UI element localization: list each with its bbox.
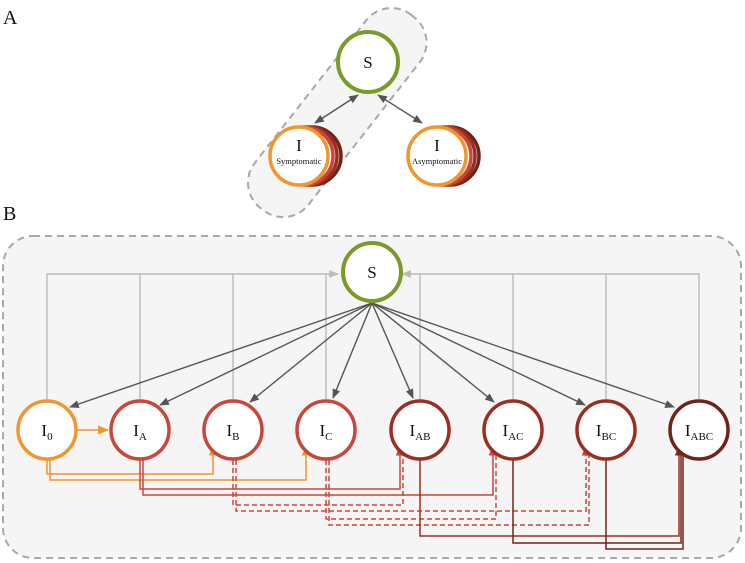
- i-node-0-main: I: [41, 421, 47, 440]
- panel-a-asymptomatic-node: I Asymptomatic: [406, 125, 481, 187]
- svg-text:I0: I0: [41, 421, 53, 443]
- i-node-ac: IAC: [482, 399, 544, 461]
- i-node-c-main: I: [319, 421, 325, 440]
- i-node-0: I0: [16, 399, 78, 461]
- i-node-a-sub: A: [139, 431, 147, 443]
- i-node-b-main: I: [226, 421, 232, 440]
- panel-a-edge-s-symptomatic: [314, 94, 359, 124]
- panel-a-asymptomatic-sub: Asymptomatic: [412, 156, 462, 166]
- i-node-ab: IAB: [389, 399, 451, 461]
- svg-text:IA: IA: [133, 421, 147, 443]
- i-node-bc-main: I: [596, 421, 602, 440]
- i-node-a-main: I: [133, 421, 139, 440]
- svg-text:IC: IC: [319, 421, 332, 443]
- panel-b-group-box: [2, 235, 742, 559]
- i-node-abc-main: I: [685, 421, 691, 440]
- panel-a-asymptomatic-main: I: [434, 136, 440, 155]
- panel-a-edge-s-asymptomatic: [377, 94, 423, 124]
- panel-a-symptomatic-node: I Symptomatic: [268, 125, 343, 187]
- i-node-abc-sub: ABC: [691, 431, 714, 443]
- svg-text:IABC: IABC: [685, 421, 713, 443]
- panel-a-symptomatic-main: I: [296, 136, 302, 155]
- i-node-abc: IABC: [668, 399, 730, 461]
- i-node-c-sub: C: [325, 431, 332, 443]
- panel-b-s-node: S: [341, 241, 403, 303]
- svg-text:IAC: IAC: [503, 421, 524, 443]
- i-node-a: IA: [109, 399, 171, 461]
- panel-b-s-label: S: [367, 263, 376, 282]
- i-node-ac-main: I: [503, 421, 509, 440]
- i-node-c: IC: [295, 399, 357, 461]
- svg-text:IBC: IBC: [596, 421, 616, 443]
- i-node-ac-sub: AC: [508, 431, 523, 443]
- panel-a-s-label: S: [363, 53, 372, 72]
- panel-a-symptomatic-sub: Symptomatic: [276, 156, 322, 166]
- i-node-0-sub: 0: [47, 431, 53, 443]
- svg-text:IB: IB: [226, 421, 239, 443]
- panel-a-s-node: S: [336, 30, 400, 94]
- i-node-ab-main: I: [410, 421, 416, 440]
- i-node-bc: IBC: [575, 399, 637, 461]
- panel-a-label: A: [3, 7, 18, 29]
- i-node-bc-sub: BC: [601, 431, 616, 443]
- transition-connectors: [46, 444, 688, 550]
- recovery-lines: [46, 270, 700, 399]
- infection-arrows: [69, 302, 675, 408]
- panel-b-label: B: [3, 203, 16, 225]
- i-node-b: IB: [202, 399, 264, 461]
- i-node-b-sub: B: [232, 431, 239, 443]
- svg-text:IAB: IAB: [410, 421, 431, 443]
- i-node-ab-sub: AB: [415, 431, 430, 443]
